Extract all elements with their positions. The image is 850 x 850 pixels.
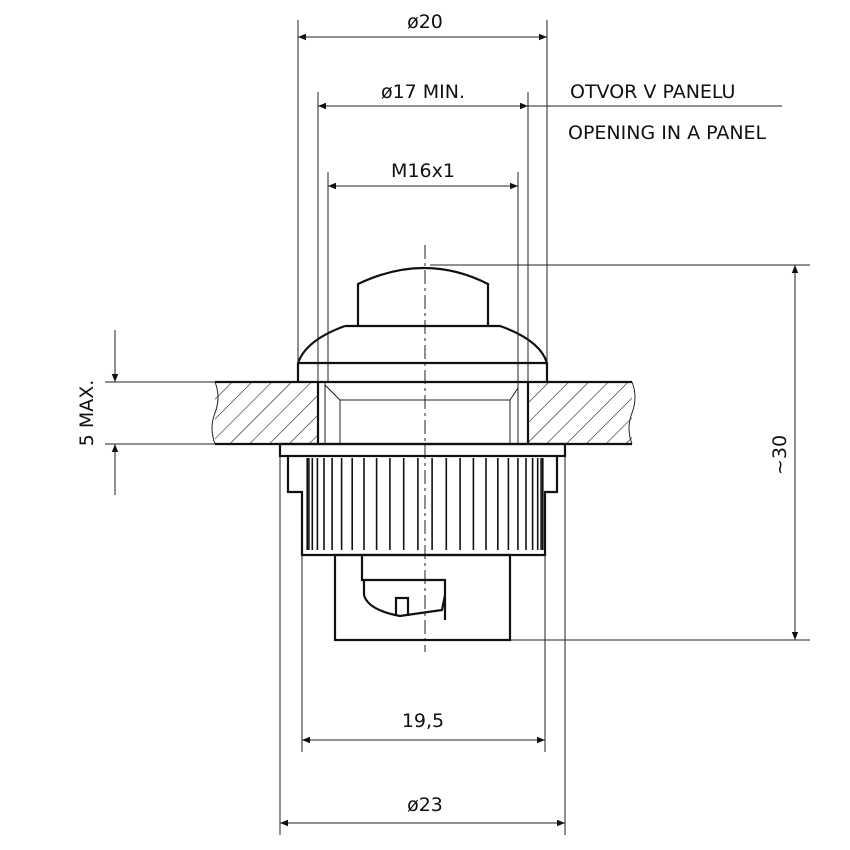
- note-english: OPENING IN A PANEL: [568, 122, 767, 144]
- dim-label-height: ~30: [769, 435, 791, 475]
- dim-label-o17: ø17 MIN.: [381, 81, 465, 103]
- dim-label-thread: M16x1: [391, 160, 455, 182]
- note-czech: OTVOR V PANELU: [570, 81, 735, 103]
- dim-label-panel-thickness: 5 MAX.: [76, 380, 98, 447]
- nut-body: [278, 442, 567, 557]
- dim-label-body-width: 19,5: [402, 710, 444, 732]
- dimension-lines: [105, 20, 810, 835]
- dim-label-o20: ø20: [407, 11, 443, 33]
- lamp-housing: [333, 553, 512, 642]
- dim-label-o23: ø23: [407, 794, 443, 816]
- panel-section: [211, 380, 636, 446]
- push-button: [296, 266, 549, 444]
